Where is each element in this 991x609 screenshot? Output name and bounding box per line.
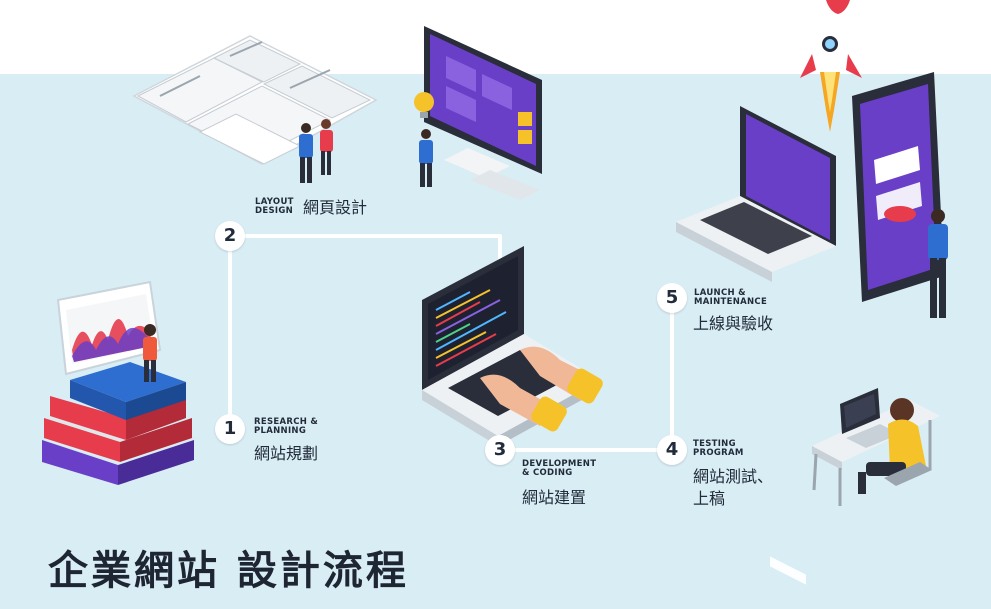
step-1-label-en: RESEARCH & PLANNING (254, 417, 319, 436)
coding-laptop-icon (422, 246, 603, 446)
step-2-number: 2 (215, 221, 245, 251)
design-monitor-icon (414, 26, 542, 200)
step-5-label-zh: 上線與驗收 (693, 314, 774, 333)
step-5-number: 5 (657, 283, 687, 313)
step-3-number: 3 (485, 435, 515, 465)
step-2-label-en: LAYOUT DESIGN (255, 197, 294, 216)
step-5-label-en: LAUNCH & MAINTENANCE (694, 288, 768, 307)
laptop-and-phone-icon (676, 72, 948, 585)
books-and-tablet-icon (42, 280, 196, 485)
step-1-number: 1 (215, 414, 245, 444)
step-3-label-zh: 網站建置 (522, 488, 587, 507)
step-4-label-zh: 網站測試、 上稿 (693, 467, 774, 508)
wireframe-sheets-icon (132, 35, 378, 183)
page-title: 企業網站 設計流程 (48, 548, 409, 594)
step-4-number: 4 (657, 435, 687, 465)
tester-at-desk-icon (812, 388, 940, 506)
step-4-label-en: TESTING PROGRAM (693, 439, 744, 458)
step-1-label-zh: 網站規劃 (254, 444, 319, 463)
step-2-label-zh: 網頁設計 (303, 198, 368, 217)
step-3-label-en: DEVELOPMENT & CODING (522, 459, 597, 478)
rocket-icon (800, 0, 862, 132)
